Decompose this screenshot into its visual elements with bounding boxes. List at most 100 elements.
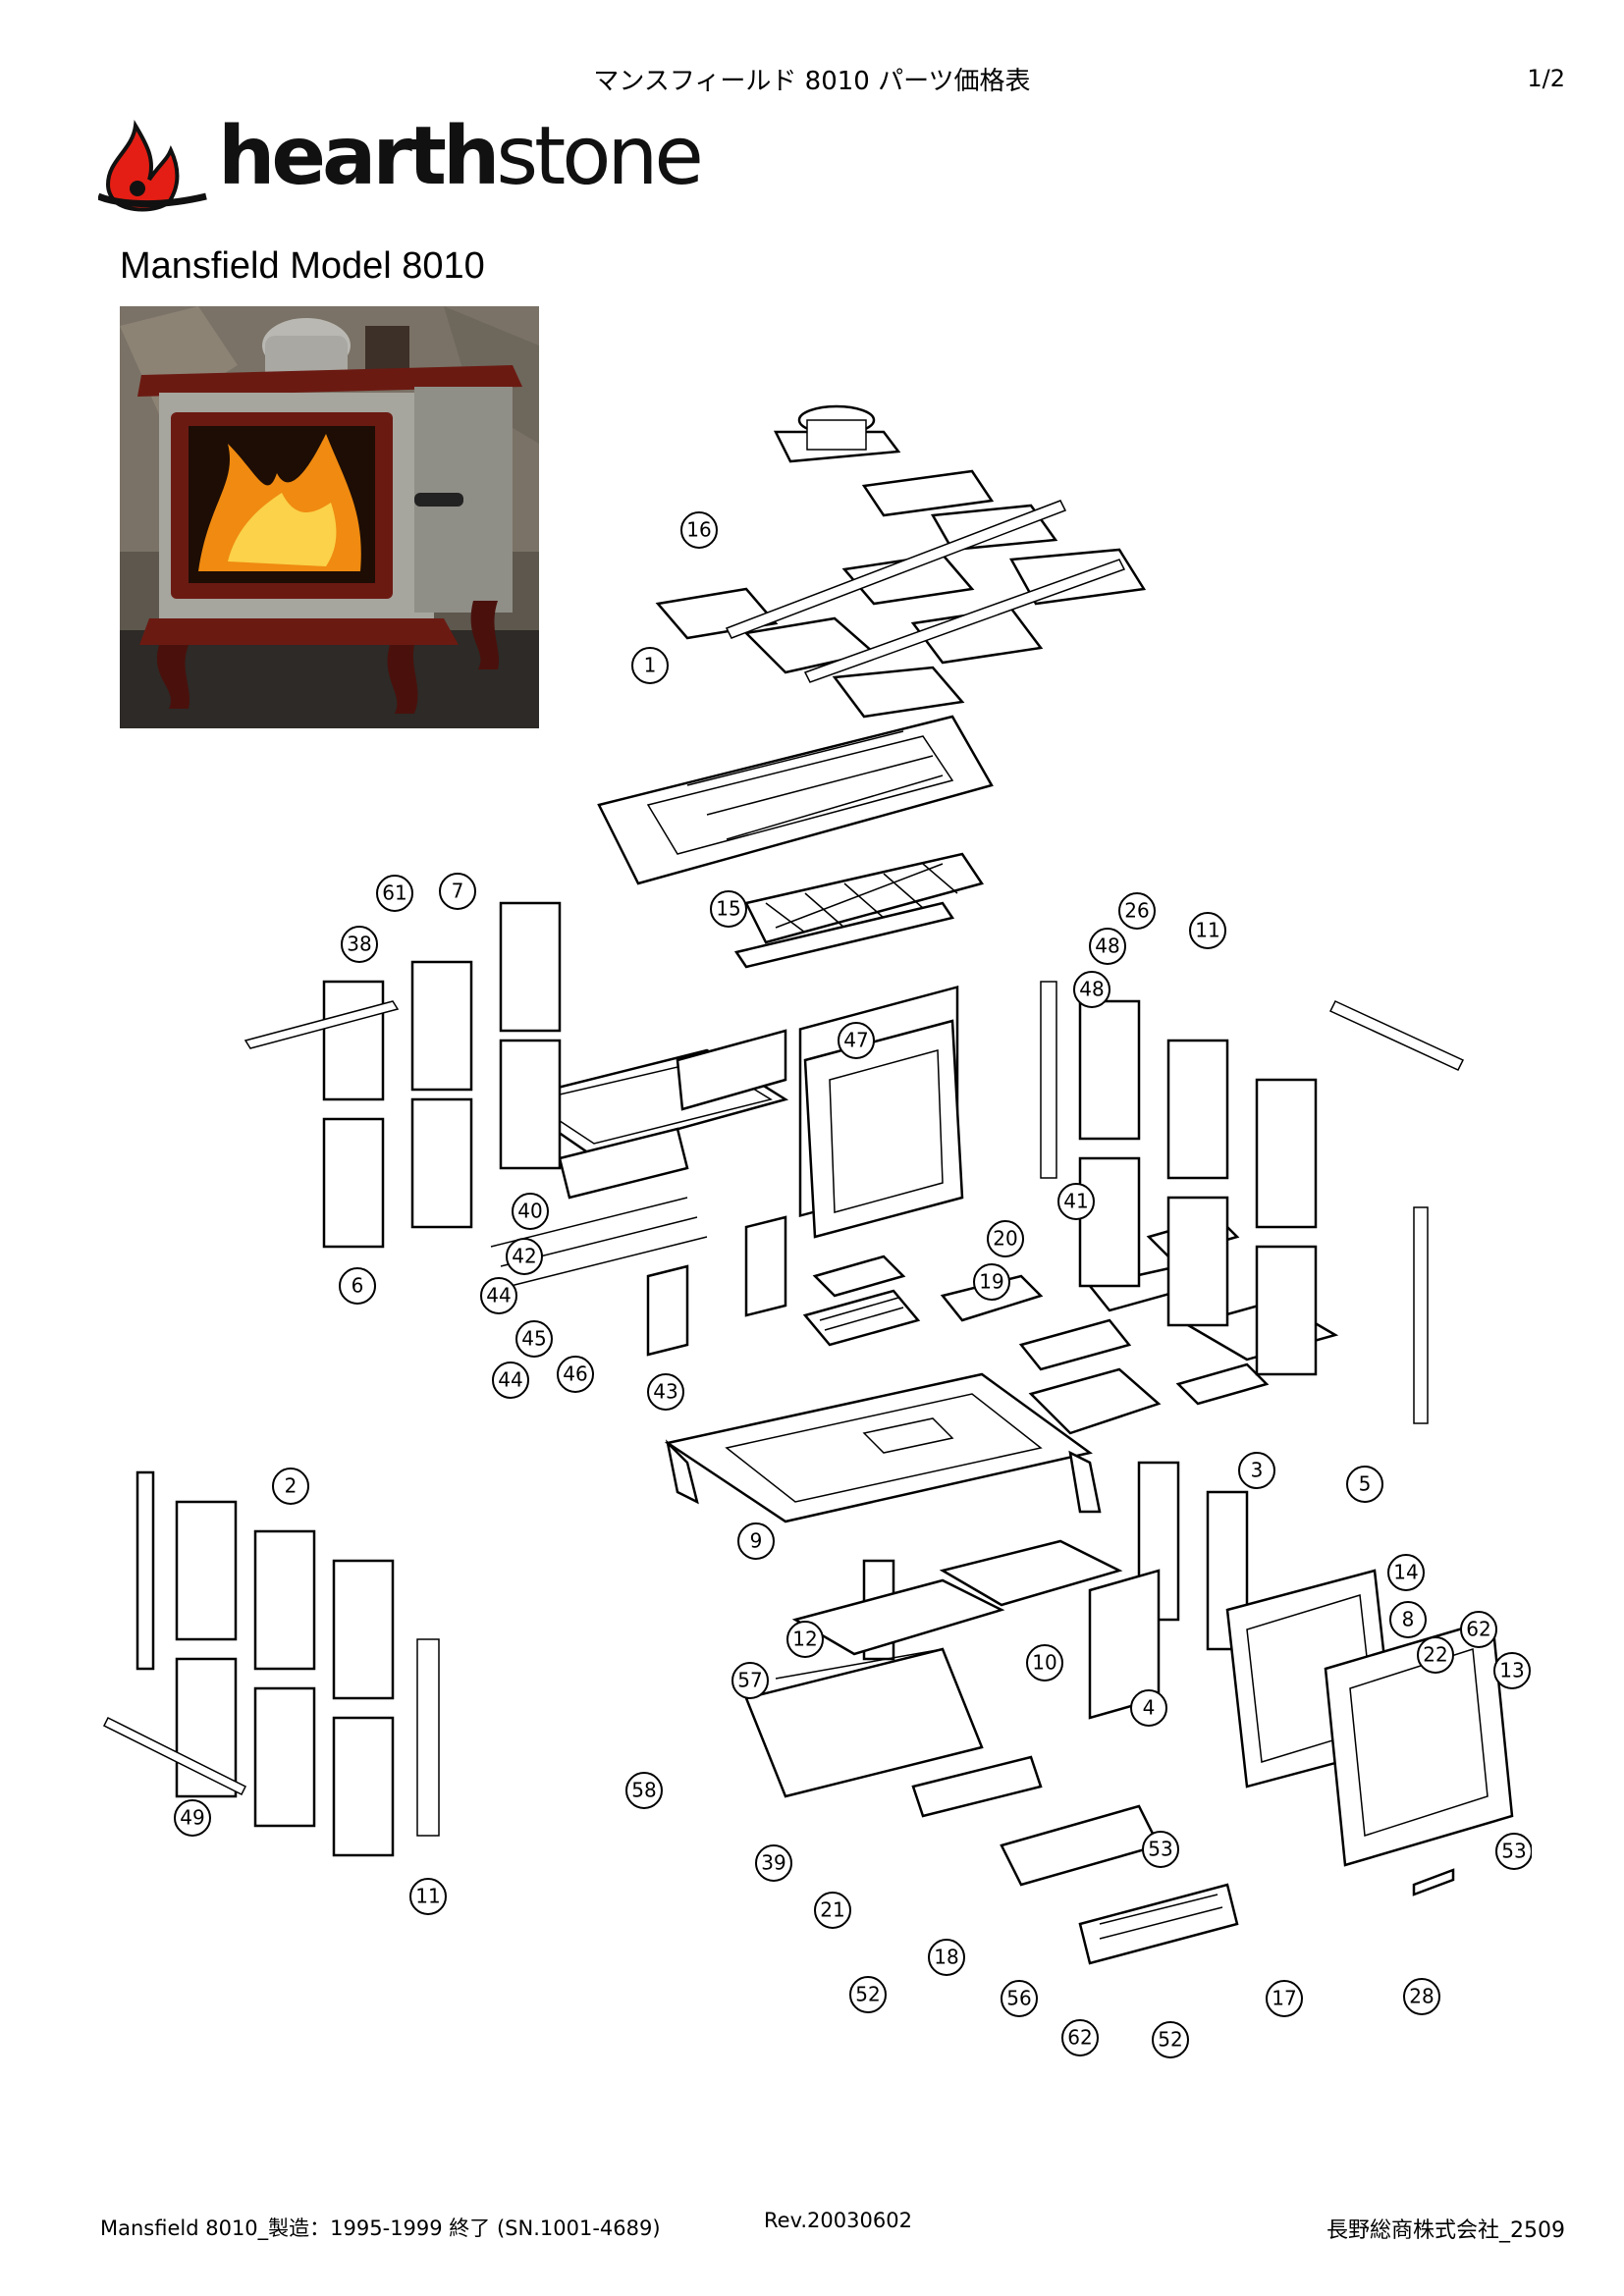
- baffle-grid: [733, 852, 985, 969]
- callout-11a: 11: [1189, 912, 1226, 949]
- callout-9: 9: [737, 1522, 775, 1560]
- svg-text:2: 2: [285, 1474, 298, 1498]
- svg-text:5: 5: [1359, 1472, 1372, 1496]
- svg-text:48: 48: [1095, 934, 1119, 958]
- svg-text:53: 53: [1148, 1838, 1172, 1861]
- callout-62a: 62: [1460, 1611, 1497, 1648]
- callout-49: 49: [174, 1799, 211, 1837]
- svg-text:57: 57: [737, 1669, 762, 1692]
- logo-wordmark: hearthstone: [218, 110, 704, 203]
- callout-41: 41: [1057, 1183, 1095, 1220]
- callout-10: 10: [1026, 1644, 1063, 1682]
- svg-text:44: 44: [486, 1284, 511, 1308]
- svg-text:6: 6: [352, 1274, 364, 1298]
- callout-58: 58: [625, 1772, 663, 1809]
- svg-text:26: 26: [1124, 899, 1149, 923]
- svg-text:11: 11: [415, 1885, 440, 1908]
- svg-text:46: 46: [563, 1362, 587, 1386]
- svg-text:15: 15: [716, 897, 740, 921]
- callout-56: 56: [1001, 1980, 1038, 2017]
- callout-1: 1: [631, 647, 669, 684]
- callout-4: 4: [1130, 1689, 1167, 1727]
- top-plates: [655, 404, 1147, 719]
- callout-52a: 52: [849, 1976, 887, 2013]
- firebox: [490, 985, 964, 1357]
- svg-text:56: 56: [1006, 1987, 1031, 2010]
- hearthstone-logo: [98, 119, 207, 212]
- svg-text:8: 8: [1402, 1608, 1415, 1631]
- callout-45: 45: [515, 1320, 553, 1358]
- callout-8: 8: [1389, 1601, 1427, 1638]
- callout-20: 20: [987, 1220, 1024, 1257]
- callout-22: 22: [1417, 1636, 1454, 1674]
- svg-text:10: 10: [1032, 1651, 1056, 1675]
- svg-text:7: 7: [452, 880, 464, 903]
- svg-text:13: 13: [1499, 1659, 1524, 1682]
- svg-text:39: 39: [761, 1851, 785, 1875]
- callout-62b: 62: [1061, 2019, 1099, 2056]
- callout-42: 42: [506, 1238, 543, 1275]
- front-door: [911, 1461, 1514, 1965]
- grates: [802, 1255, 921, 1347]
- svg-text:61: 61: [382, 881, 406, 905]
- callout-21: 21: [814, 1892, 851, 1929]
- svg-text:19: 19: [979, 1270, 1003, 1294]
- callout-14: 14: [1387, 1554, 1425, 1591]
- ash-pan-area: [744, 1539, 1123, 1798]
- svg-text:40: 40: [517, 1200, 542, 1223]
- model-title: Mansfield Model 8010: [120, 245, 485, 287]
- callout-3: 3: [1238, 1452, 1275, 1489]
- logo-word-stone: stone: [496, 110, 703, 203]
- callout-15: 15: [710, 890, 747, 928]
- footer-company: 長野総商株式会社_2509: [1326, 2218, 1565, 2243]
- callout-16: 16: [680, 511, 718, 549]
- callout-52b: 52: [1152, 2021, 1189, 2058]
- svg-text:14: 14: [1393, 1561, 1418, 1584]
- footer-model-info: Mansfield 8010_製造：1995-1999 終了 (SN.1001-…: [100, 2216, 661, 2240]
- callout-28: 28: [1403, 1978, 1440, 2015]
- callout-17: 17: [1266, 1980, 1303, 2017]
- callout-38: 38: [341, 926, 378, 963]
- exploded-parts-diagram: 16 1 15 26 48 48 61 7 38 11 47 40 41 42 …: [102, 404, 1532, 2058]
- callout-7: 7: [439, 873, 476, 910]
- left-panels: [244, 901, 562, 1249]
- svg-text:44: 44: [498, 1368, 522, 1392]
- callout-48b: 48: [1073, 971, 1110, 1008]
- top-frame: [597, 715, 994, 885]
- svg-text:45: 45: [521, 1327, 546, 1351]
- svg-text:42: 42: [512, 1245, 536, 1268]
- svg-text:9: 9: [750, 1529, 763, 1553]
- svg-text:62: 62: [1067, 2026, 1092, 2050]
- callout-53b: 53: [1495, 1833, 1532, 1870]
- callout-13: 13: [1493, 1652, 1531, 1689]
- svg-text:62: 62: [1466, 1618, 1490, 1641]
- document-title: マンスフィールド 8010 パーツ価格表: [593, 67, 1031, 96]
- svg-text:49: 49: [180, 1806, 204, 1830]
- callout-26: 26: [1118, 892, 1156, 930]
- svg-text:28: 28: [1409, 1985, 1434, 2008]
- svg-text:53: 53: [1501, 1840, 1526, 1863]
- callout-18: 18: [928, 1939, 965, 1976]
- callout-43: 43: [647, 1373, 684, 1411]
- callout-44: 44: [480, 1277, 517, 1314]
- svg-text:12: 12: [792, 1628, 817, 1651]
- svg-text:22: 22: [1423, 1643, 1447, 1667]
- callout-39: 39: [755, 1844, 792, 1882]
- callout-44a: 44: [492, 1362, 529, 1399]
- right-panels: [1040, 981, 1465, 1424]
- svg-text:1: 1: [644, 654, 657, 677]
- base: [664, 1372, 1102, 1523]
- callout-57: 57: [731, 1662, 769, 1699]
- svg-text:18: 18: [934, 1946, 958, 1969]
- callout-40: 40: [512, 1193, 549, 1230]
- callout-2: 2: [272, 1468, 309, 1505]
- svg-text:4: 4: [1143, 1696, 1156, 1720]
- svg-text:52: 52: [855, 1983, 880, 2006]
- svg-text:38: 38: [347, 933, 371, 956]
- callout-6: 6: [339, 1267, 376, 1305]
- svg-text:43: 43: [653, 1380, 677, 1404]
- svg-text:41: 41: [1063, 1190, 1088, 1213]
- svg-text:3: 3: [1251, 1459, 1264, 1482]
- lower-left-panels: [102, 1470, 440, 1857]
- stove-photo: [120, 306, 539, 728]
